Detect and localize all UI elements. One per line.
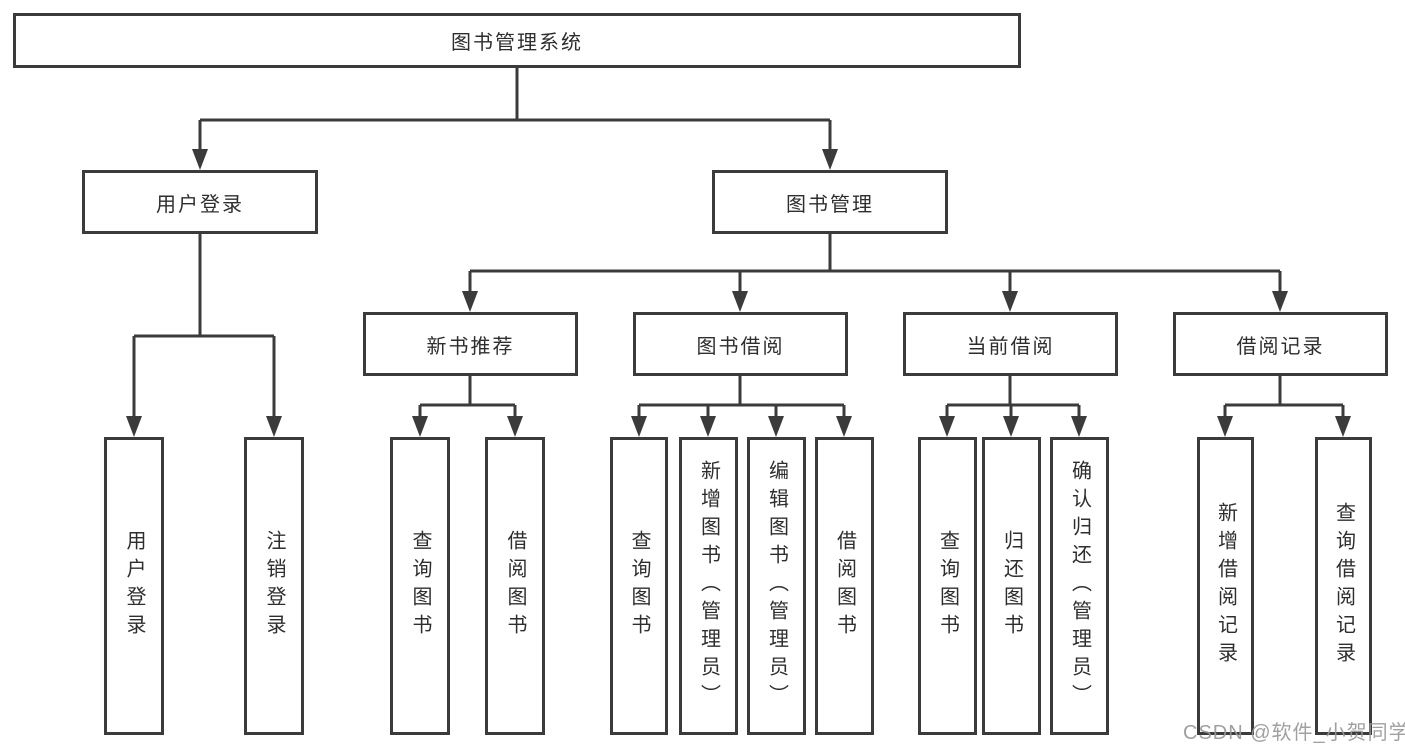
node-label: 查询图书 (936, 530, 959, 642)
node-label: 借阅图书 (504, 530, 526, 642)
node-leaf-return-books: 归还图书 (982, 437, 1041, 735)
node-book-borrowing: 图书借阅 (633, 312, 848, 376)
node-label: 查询图书 (409, 530, 431, 642)
node-label: 借阅记录 (1236, 335, 1325, 358)
arrow-down-icon (768, 416, 784, 437)
arrow-down-icon (1071, 416, 1087, 437)
node-label: 图书借阅 (696, 335, 785, 358)
arrow-down-icon (822, 149, 838, 170)
node-label: 图书管理系统 (451, 32, 583, 54)
arrow-down-icon (1003, 416, 1019, 437)
csdn-watermark: CSDN @软件_小贺同学 (1183, 722, 1405, 744)
arrow-down-icon (939, 416, 955, 437)
node-leaf-borrow-books: 借阅图书 (815, 437, 874, 735)
node-leaf-query-borrow-record: 查询借阅记录 (1315, 437, 1372, 735)
node-new-book-recommend: 新书推荐 (363, 312, 578, 376)
node-label: 借阅图书 (833, 530, 856, 642)
edges-new-book-to-leaves (418, 376, 517, 433)
edges-book-borrow-to-leaves (637, 376, 846, 433)
node-label: 查询图书 (628, 530, 650, 642)
arrow-down-icon (192, 149, 208, 170)
arrow-down-icon (836, 416, 852, 437)
node-leaf-logout: 注销登录 (244, 437, 304, 735)
node-leaf-user-login: 用户登录 (104, 437, 164, 735)
node-root-system: 图书管理系统 (13, 13, 1021, 68)
node-leaf-query-books-borrowing: 查询图书 (610, 437, 668, 735)
node-label: 归还图书 (1000, 530, 1023, 642)
node-borrowing-records: 借阅记录 (1173, 312, 1388, 376)
arrow-down-icon (1272, 291, 1288, 312)
arrowheads (126, 149, 1351, 437)
node-label: 注销登录 (263, 530, 285, 642)
edges-user-login-to-leaves (132, 234, 276, 433)
edges-book-mgmt-to-level3 (468, 234, 1282, 308)
node-leaf-confirm-return-admin: 确认归还（管理员） (1050, 437, 1109, 735)
node-label: 用户登录 (156, 193, 244, 216)
arrow-down-icon (462, 291, 478, 312)
arrow-down-icon (1335, 416, 1351, 437)
node-label: 确认归还（管理员） (1068, 460, 1091, 712)
node-label: 当前借阅 (966, 335, 1055, 358)
edges-borrow-records-to-leaves (1223, 376, 1345, 433)
arrow-down-icon (631, 416, 647, 437)
node-label: 图书管理 (786, 193, 874, 216)
arrow-down-icon (1217, 416, 1233, 437)
node-leaf-add-books-admin: 新增图书（管理员） (679, 437, 738, 735)
arrow-down-icon (732, 291, 748, 312)
node-label: 新书推荐 (426, 335, 515, 358)
node-leaf-borrow-books-recommend: 借阅图书 (485, 437, 545, 735)
node-label: 编辑图书（管理员） (765, 460, 788, 712)
node-book-management-branch: 图书管理 (712, 170, 948, 234)
arrow-down-icon (412, 416, 428, 437)
node-label: 新增借阅记录 (1214, 502, 1237, 670)
edges-root-to-level2 (198, 66, 832, 166)
arrow-down-icon (126, 416, 142, 437)
arrow-down-icon (700, 416, 716, 437)
arrow-down-icon (507, 416, 523, 437)
node-current-borrowing: 当前借阅 (903, 312, 1118, 376)
node-leaf-edit-books-admin: 编辑图书（管理员） (747, 437, 806, 735)
node-label: 用户登录 (123, 530, 145, 642)
arrow-down-icon (1002, 291, 1018, 312)
arrow-down-icon (266, 416, 282, 437)
node-leaf-query-books-current: 查询图书 (918, 437, 977, 735)
node-label: 新增图书（管理员） (697, 460, 720, 712)
node-label: 查询借阅记录 (1332, 502, 1355, 670)
node-user-login-branch: 用户登录 (82, 170, 318, 234)
node-leaf-add-borrow-record: 新增借阅记录 (1197, 437, 1254, 735)
node-leaf-query-books-recommend: 查询图书 (390, 437, 450, 735)
